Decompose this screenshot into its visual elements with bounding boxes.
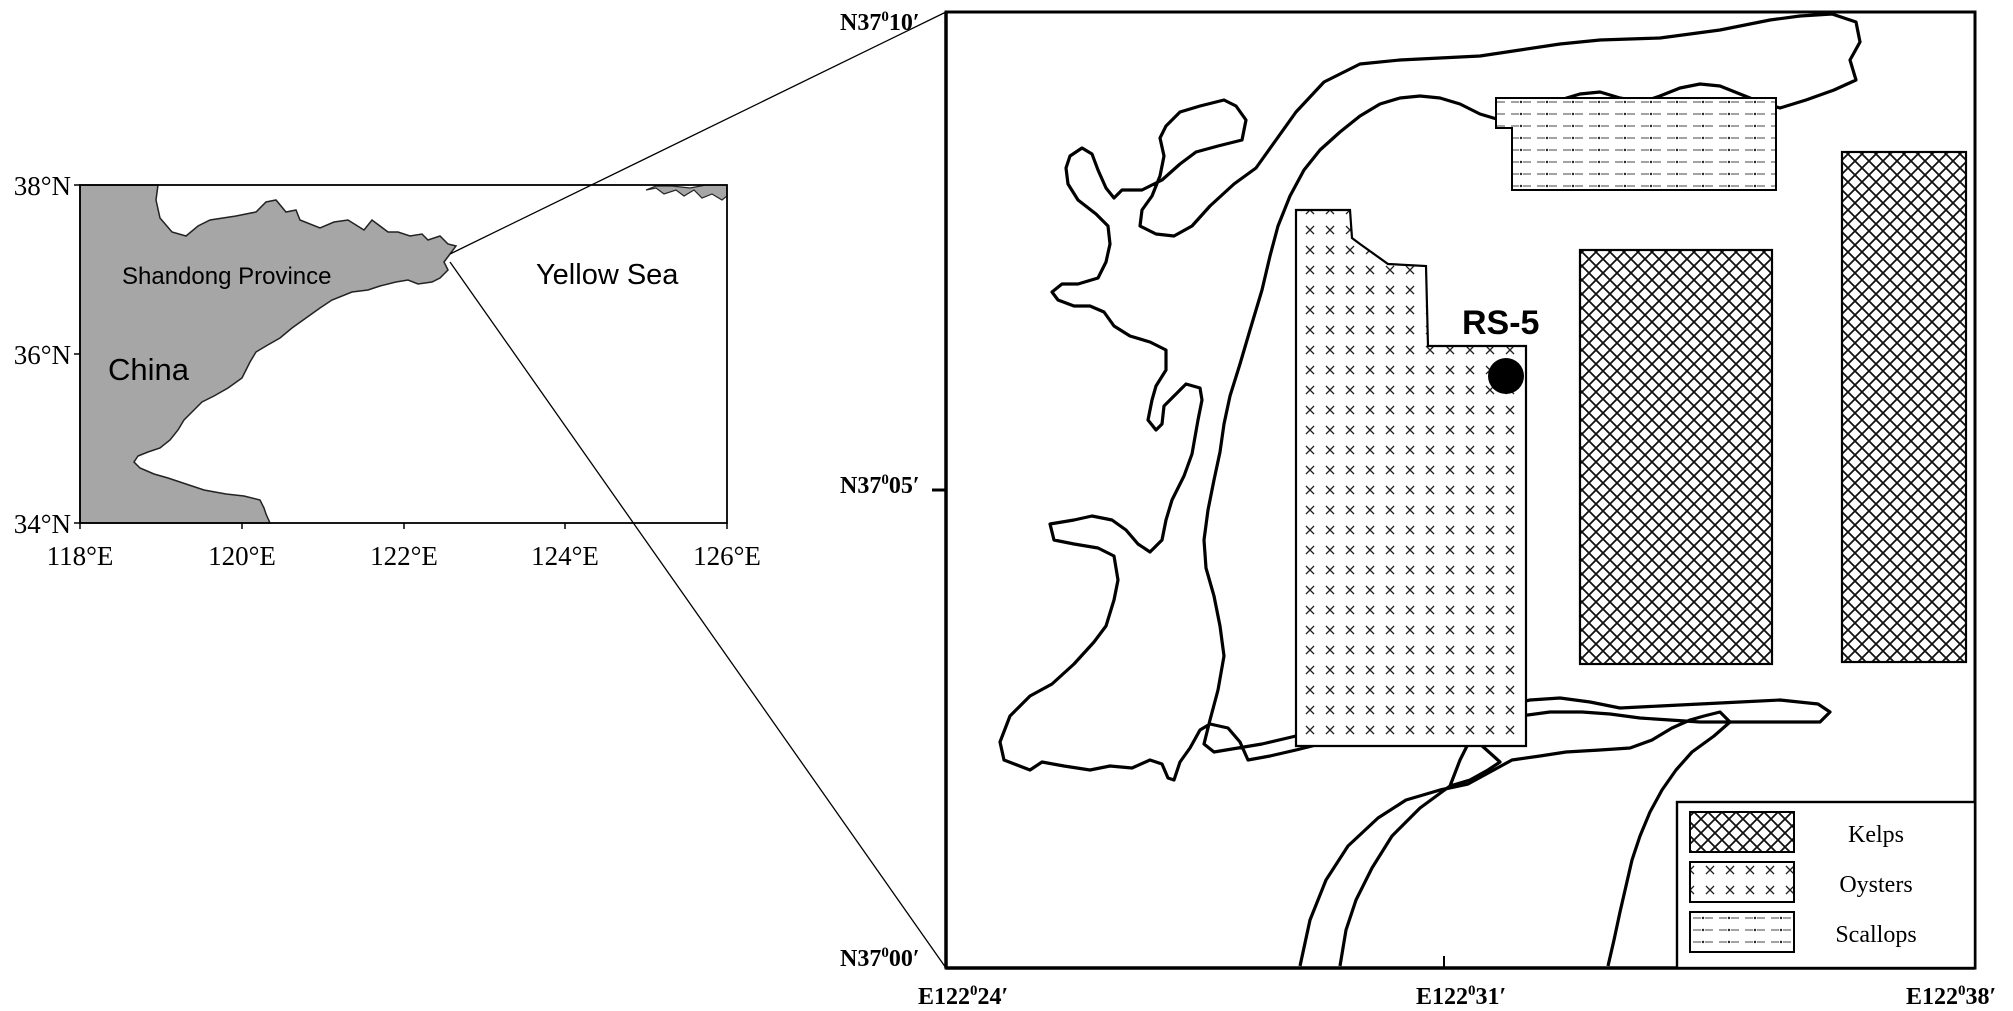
zoom-line-top [449,11,947,255]
liaodong-land [645,184,728,201]
overview-ytick-34: 34°N [14,509,71,539]
overview-map: 38°N 36°N 34°N 118°E 120°E 122°E 124°E 1… [14,171,761,571]
country-label: China [108,352,190,387]
legend-swatch-kelps [1689,811,1795,853]
kelp-area-right [1840,150,1968,664]
station-rs5-marker[interactable] [1488,358,1524,394]
legend-label-scallops: Scallops [1835,922,1916,948]
scallop-area [1495,97,1777,191]
legend-label-oysters: Oysters [1839,872,1912,898]
overview-xtick-124: 124°E [531,541,599,571]
legend-swatch-oysters [1689,861,1795,903]
legend-label-kelps: Kelps [1848,822,1904,848]
legend: Kelps Oysters Scallops [1675,800,1977,970]
detail-ytick-top: N37010′ [840,9,920,36]
detail-xtick-right: E122038′ [1906,983,1996,1010]
overview-xtick-120: 120°E [208,541,276,571]
overview-ytick-36: 36°N [14,340,71,370]
bay-coastline [998,12,1862,967]
detail-map: RS-5 Kelps Oysters Scallops N37010′ N370… [840,9,1996,1010]
oyster-area [1294,208,1528,748]
overview-xtick-126: 126°E [693,541,761,571]
detail-ytick-bottom: N37000′ [840,945,920,972]
south-coastline [1298,710,1732,967]
sea-label: Yellow Sea [536,259,679,291]
overview-xtick-122: 122°E [370,541,438,571]
station-rs5-label: RS-5 [1462,304,1539,342]
detail-xtick-left: E122024′ [918,983,1008,1010]
legend-swatch-scallops [1689,911,1795,953]
detail-ytick-mid: N37005′ [840,472,920,499]
overview-ytick-38: 38°N [14,171,71,201]
mainland-land [79,184,458,524]
kelp-area-center [1578,248,1774,666]
zoom-line-bottom [449,261,947,969]
overview-xtick-118: 118°E [47,541,114,571]
province-label: Shandong Province [122,263,331,290]
detail-xtick-mid: E122031′ [1416,983,1506,1010]
